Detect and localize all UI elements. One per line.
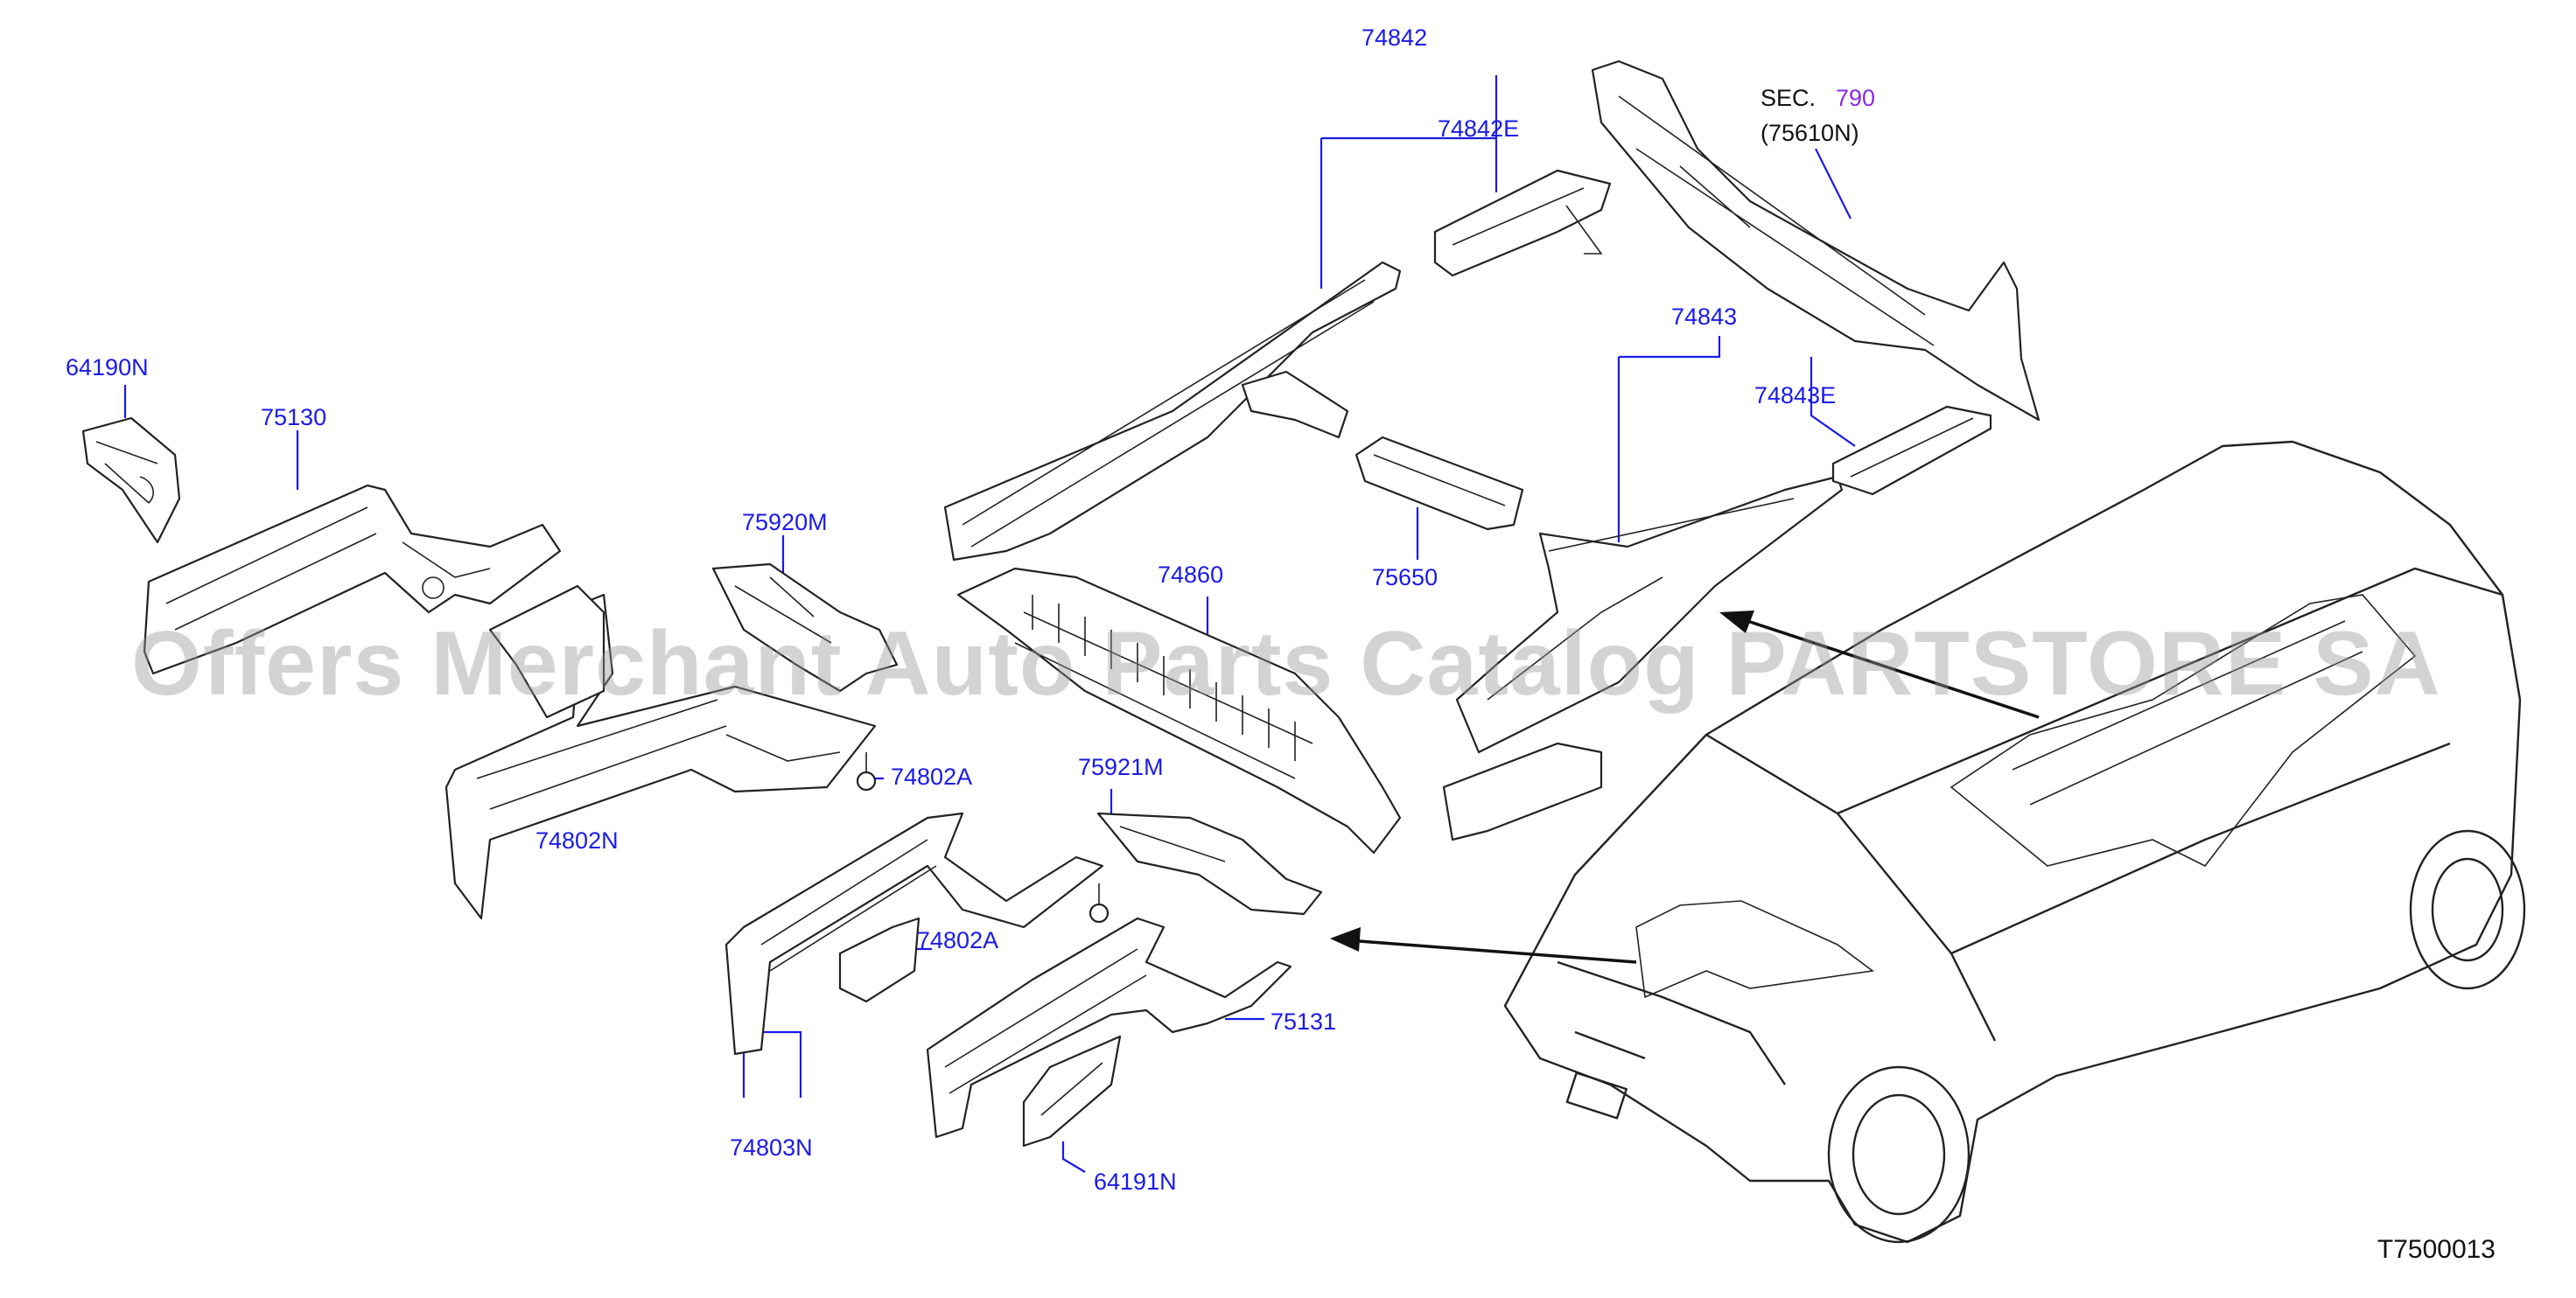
bolt-icon (1088, 903, 1110, 924)
part-75131-drawing (926, 917, 1292, 1139)
vehicle-illustration (1503, 440, 2526, 1244)
part-75920M-drawing (711, 562, 899, 693)
label-74803N[interactable]: 74803N (730, 1134, 813, 1161)
part-sec790-drawing (1591, 59, 2040, 422)
label-64190N[interactable]: 64190N (66, 354, 149, 380)
part-74843-drawing (1442, 475, 1844, 841)
part-75650-drawing (1354, 436, 1524, 531)
label-75131[interactable]: 75131 (1270, 1008, 1337, 1035)
part-74843E-drawing (1831, 405, 1992, 496)
part-64190N-drawing (81, 416, 181, 544)
label-75920M[interactable]: 75920M (742, 509, 828, 535)
arrow-head-icon (1719, 611, 1754, 633)
part-74842-drawing (943, 261, 1402, 562)
part-75130-drawing (143, 484, 562, 675)
part-74803N-drawing (724, 812, 1104, 1056)
direction-arrows (1330, 611, 2040, 964)
part-74860-drawing (956, 567, 1402, 855)
section-prefix: SEC. (1760, 85, 1816, 111)
label-74802N[interactable]: 74802N (536, 827, 619, 854)
label-75921M[interactable]: 75921M (1078, 754, 1164, 780)
drawing-reference-number: T7500013 (2376, 1235, 2496, 1264)
part-64191N-drawing (1022, 1035, 1122, 1148)
section-number-link[interactable]: 790 (1836, 85, 1876, 111)
section-sub-part: (75610N) (1760, 120, 1859, 146)
part-75921M-drawing (1096, 812, 1323, 916)
label-75650[interactable]: 75650 (1372, 564, 1438, 590)
part-74842E-drawing (1433, 169, 1612, 277)
part-74802N-drawing (444, 584, 877, 920)
bolts (856, 752, 1110, 924)
label-64191N[interactable]: 64191N (1094, 1169, 1177, 1195)
bolt-icon (856, 771, 877, 792)
arrow-head-icon (1330, 927, 1361, 952)
label-74843E[interactable]: 74843E (1754, 382, 1837, 408)
label-74802A-lower[interactable]: 74802A (917, 927, 999, 953)
label-75130[interactable]: 75130 (261, 404, 327, 430)
label-74842E[interactable]: 74842E (1438, 115, 1520, 142)
label-74843[interactable]: 74843 (1671, 304, 1738, 330)
label-74842[interactable]: 74842 (1362, 24, 1428, 51)
label-74802A-upper[interactable]: 74802A (891, 764, 973, 790)
ribs (1032, 595, 1296, 761)
label-74860[interactable]: 74860 (1158, 562, 1224, 588)
